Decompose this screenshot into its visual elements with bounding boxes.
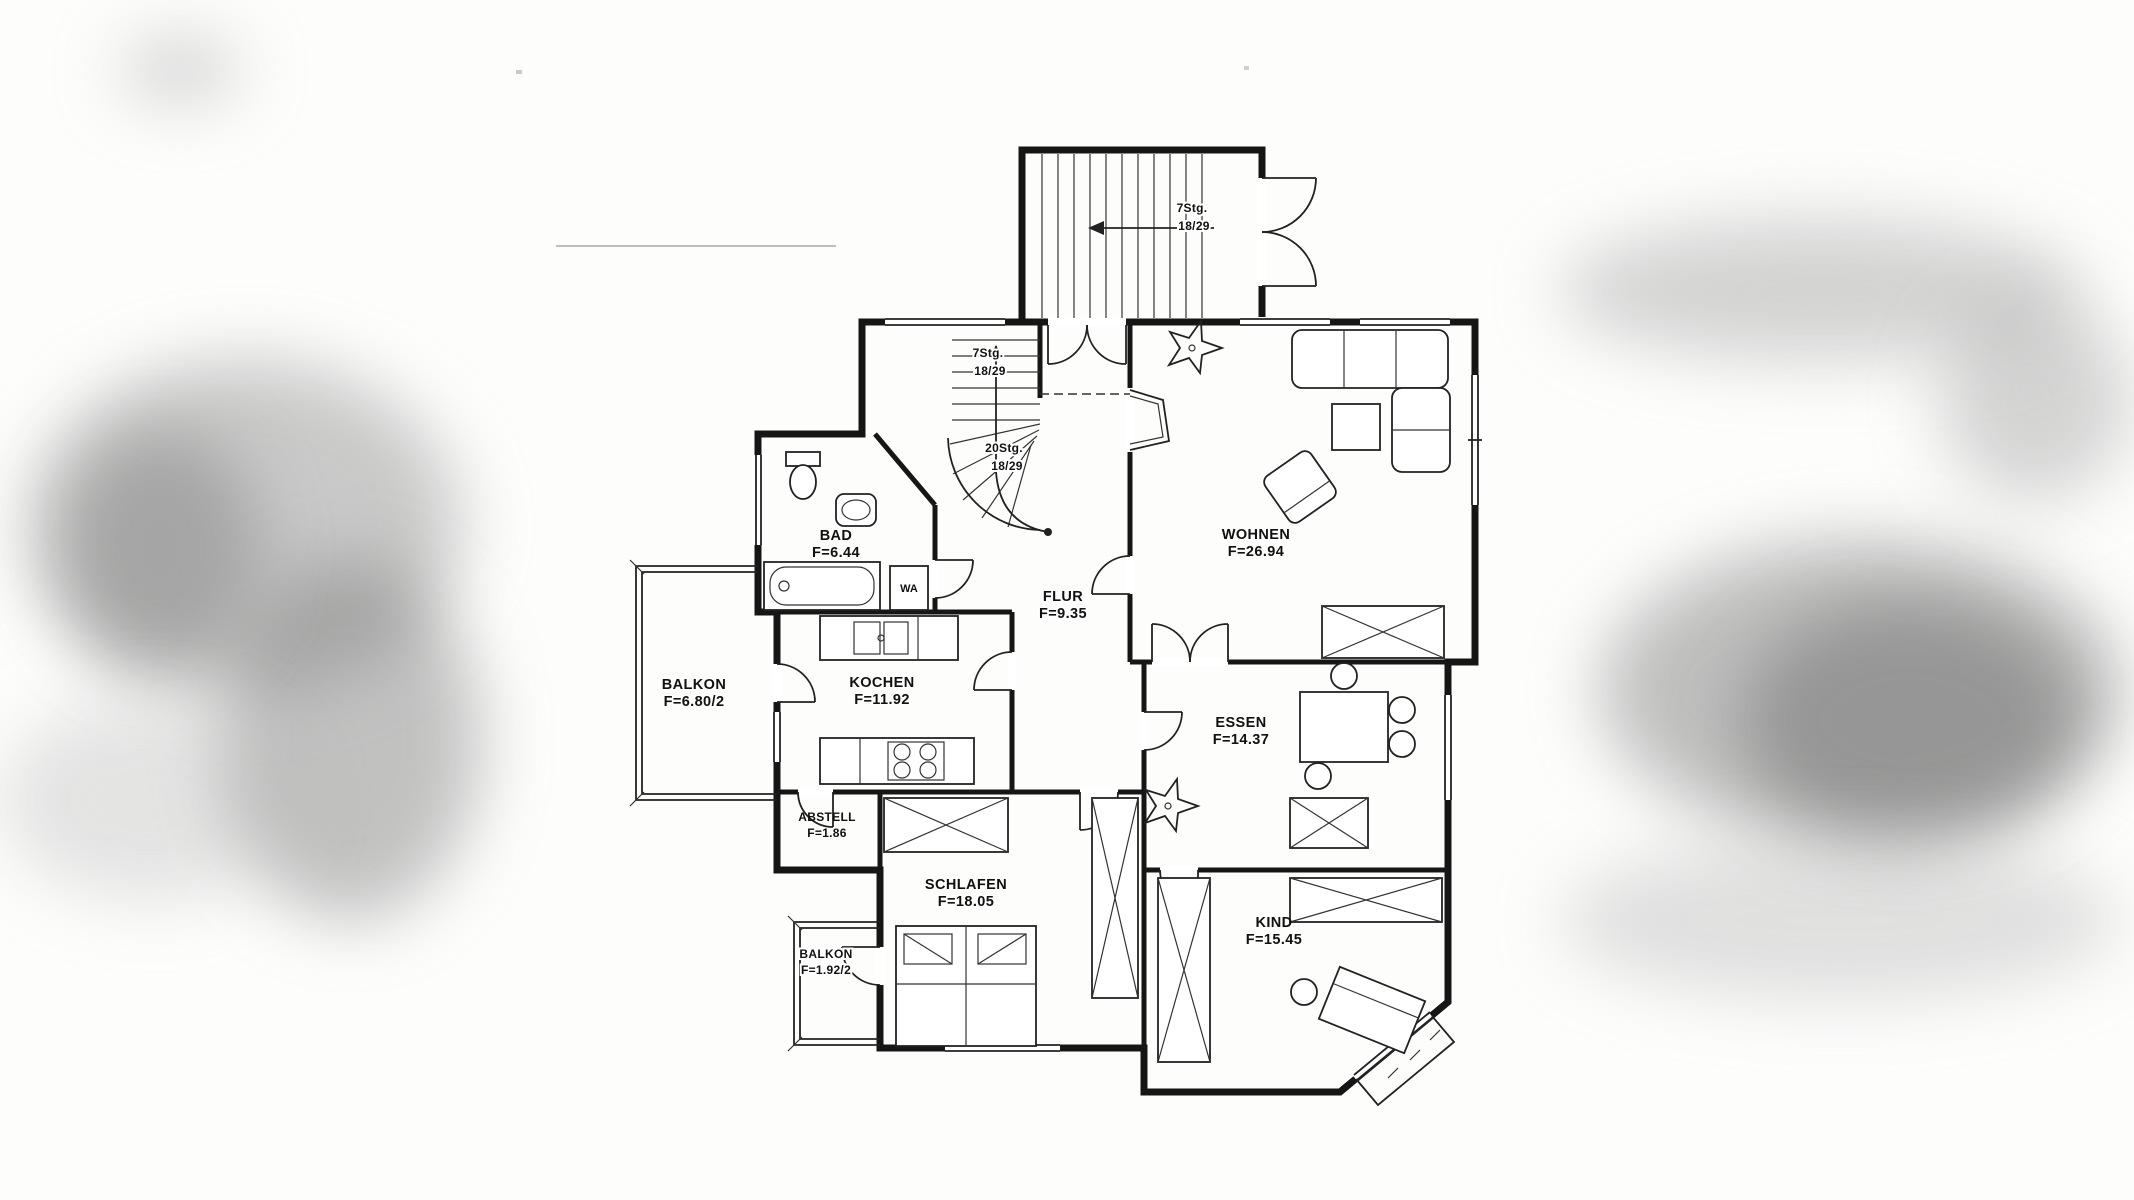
kitchen-fixtures xyxy=(819,615,975,785)
sofa-symbol xyxy=(1291,329,1451,473)
window-essen-right xyxy=(1444,695,1452,800)
room-label-kochen-area: F=11.92 xyxy=(854,692,910,708)
kind-furniture xyxy=(1157,877,1443,1063)
window-wohnen-top-2 xyxy=(1360,318,1450,326)
door-schlafen-balkon xyxy=(841,946,881,986)
upper-stair-steps: 7Stg. xyxy=(973,346,1004,360)
winder-treads xyxy=(949,423,1041,528)
wardrobe-symbol xyxy=(1091,797,1139,999)
kitchen-counter-top xyxy=(819,615,959,661)
plant-symbol xyxy=(1144,778,1199,832)
room-label-schlafen-area: F=18.05 xyxy=(938,894,994,910)
chair-symbol xyxy=(1330,662,1358,690)
window-stairhall xyxy=(885,318,1005,326)
room-label-balkon-sued-area: F=1.92/2 xyxy=(801,963,851,977)
stove-symbol xyxy=(887,741,945,781)
child-bed-symbol xyxy=(1317,965,1427,1055)
chair-symbol xyxy=(1290,978,1318,1006)
room-label-schlafen-name: SCHLAFEN xyxy=(925,877,1007,893)
schlafen-furniture xyxy=(883,797,1139,1047)
room-label-kind-area: F=15.45 xyxy=(1246,932,1302,948)
wardrobe-symbol xyxy=(1289,877,1443,923)
sideboard-symbol xyxy=(1289,797,1369,849)
bay-kind xyxy=(1355,1015,1456,1107)
room-label-essen-name: ESSEN xyxy=(1215,715,1266,731)
doors xyxy=(776,177,1317,986)
entry-double-door xyxy=(1261,177,1317,287)
toilet-symbol xyxy=(785,451,821,500)
room-label-abstell-name: ABSTELL xyxy=(798,810,855,824)
washing-machine-label: WA xyxy=(900,583,918,595)
scan-speck xyxy=(1244,66,1249,70)
dining-table-symbol xyxy=(1299,691,1389,763)
chair-symbol xyxy=(1388,696,1416,724)
room-label-wohnen-name: WOHNEN xyxy=(1222,527,1290,543)
wardrobe-symbol xyxy=(1157,877,1211,1063)
scan-speck xyxy=(516,70,522,74)
double-bed-symbol xyxy=(895,925,1037,1047)
window-wohnen-top-1 xyxy=(1240,318,1330,326)
room-label-flur-area: F=9.35 xyxy=(1039,606,1087,622)
door-kochen xyxy=(973,651,1013,691)
essen-furniture xyxy=(1144,662,1416,849)
bay-window-wohnen xyxy=(1129,389,1171,451)
room-label-bad-name: BAD xyxy=(820,528,853,544)
bathtub-symbol xyxy=(763,561,881,611)
chair-symbol xyxy=(1388,730,1416,758)
door-wohnen xyxy=(1091,555,1131,595)
bathroom-fixtures: WA xyxy=(763,451,929,611)
door-bad xyxy=(934,559,974,599)
room-label-wohnen-area: F=26.94 xyxy=(1228,544,1284,560)
washing-machine-symbol: WA xyxy=(889,565,929,611)
stair-labels: 7Stg. 18/29 7Stg. 18/29 20Stg. 18/29 xyxy=(971,199,1212,475)
armchair-symbol xyxy=(1263,450,1337,524)
room-label-bad-area: F=6.44 xyxy=(812,545,860,561)
upper-stair-ratio: 18/29 xyxy=(974,364,1006,378)
room-label-balkon-west-name: BALKON xyxy=(662,677,726,693)
winder-stair-steps: 20Stg. xyxy=(985,441,1023,455)
coffee-table-symbol xyxy=(1331,403,1381,451)
entry-staircase xyxy=(1041,154,1214,318)
chair-symbol xyxy=(1304,762,1332,790)
window-wohnen-right xyxy=(1468,375,1482,505)
room-labels: BAD F=6.44 BALKON F=6.80/2 KOCHEN F=11.9… xyxy=(662,527,1302,979)
room-label-essen-area: F=14.37 xyxy=(1213,732,1269,748)
balcony-south xyxy=(787,915,880,1052)
entry-stair-steps: 7Stg. xyxy=(1177,201,1208,215)
plant-symbol xyxy=(1168,320,1223,374)
hall-double-door xyxy=(1047,324,1127,365)
room-label-flur-name: FLUR xyxy=(1043,589,1083,605)
double-door-wohnen-essen xyxy=(1151,623,1229,663)
room-label-kind-name: KIND xyxy=(1255,915,1292,931)
wardrobe-symbol xyxy=(883,797,1009,853)
room-label-abstell-area: F=1.86 xyxy=(807,826,847,840)
balcony-west xyxy=(629,559,777,807)
sideboard-symbol xyxy=(1321,605,1445,659)
stair-walkline-arrow xyxy=(990,345,1049,533)
interior-staircase xyxy=(947,339,1130,536)
wohnen-furniture xyxy=(1168,320,1451,659)
room-label-balkon-west-area: F=6.80/2 xyxy=(664,694,725,710)
window-kochen-balkon xyxy=(773,712,781,762)
window-bad xyxy=(755,455,762,545)
door-kochen-balkon xyxy=(776,663,816,703)
door-essen xyxy=(1143,711,1183,751)
room-label-kochen-name: KOCHEN xyxy=(849,675,914,691)
kitchen-counter-bottom xyxy=(819,737,975,785)
door-abstell xyxy=(797,791,834,828)
room-label-balkon-sued-name: BALKON xyxy=(799,947,852,961)
winder-stair-ratio: 18/29 xyxy=(991,459,1023,473)
entry-stair-ratio: 18/29 xyxy=(1178,219,1210,233)
sink-symbol xyxy=(835,493,877,527)
